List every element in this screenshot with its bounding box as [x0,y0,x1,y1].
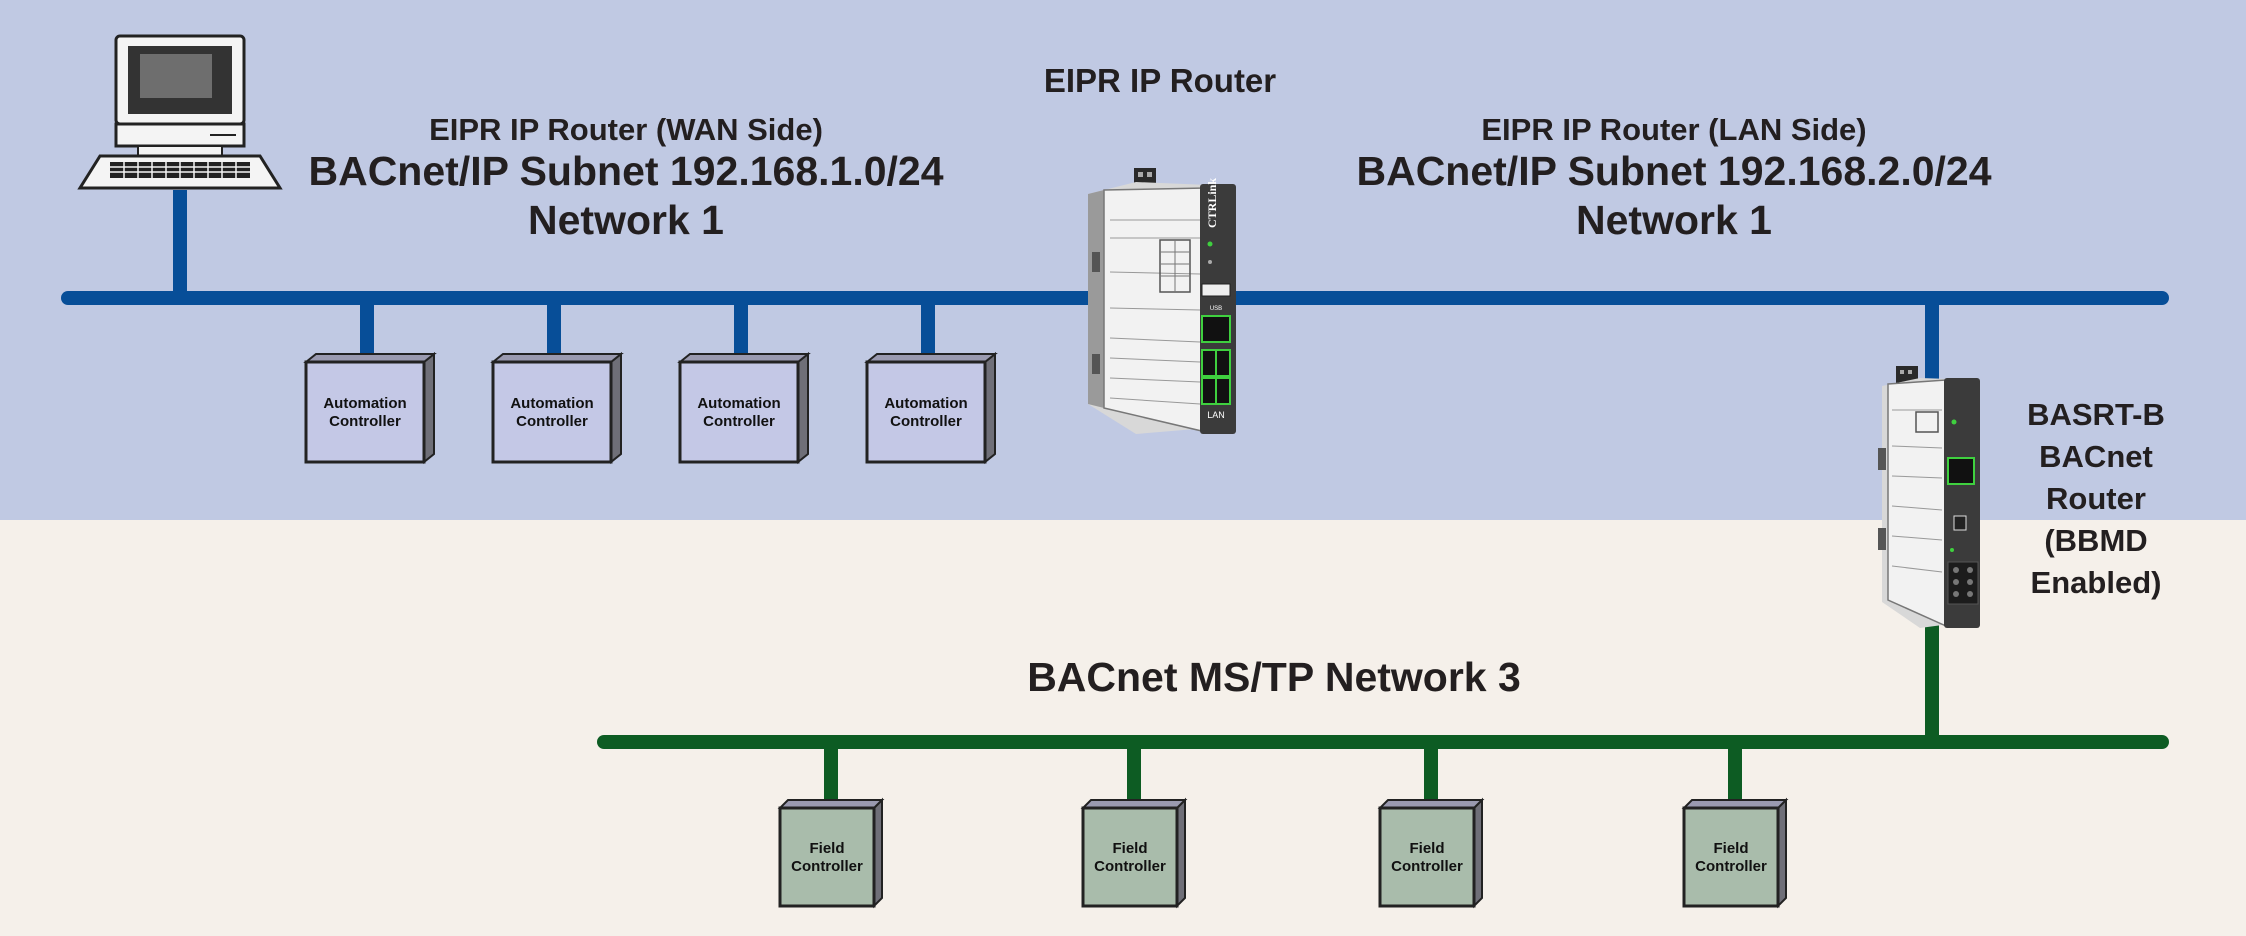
mstp-network-title: BACnet MS/TP Network 3 [1027,654,1521,700]
wan-label-block: EIPR IP Router (WAN Side) BACnet/IP Subn… [308,112,943,243]
lan-network-label: Network 1 [1576,197,1772,243]
field-controller-label: Controller [791,858,863,875]
basrt-label-line: Enabled) [2031,565,2162,600]
router-usb-label: USB [1210,306,1222,312]
wan-network-label: Network 1 [528,197,724,243]
lan-side-label: EIPR IP Router (LAN Side) [1481,112,1866,147]
automation-controller: Automation Controller [490,351,624,465]
automation-controller-label: Automation [510,395,593,412]
automation-controller-label: Automation [884,395,967,412]
router-device-icon: CTRLink USB LAN [1088,168,1236,434]
automation-controller-label: Automation [323,395,406,412]
automation-controller: Automation Controller [303,351,437,465]
field-controller: Field Controller [1681,797,1789,909]
basrt-label-line: (BBMD [2044,523,2147,558]
router-brand-label: CTRLink [1205,178,1219,228]
automation-controller-label: Automation [697,395,780,412]
field-controller: Field Controller [1377,797,1485,909]
automation-controller-label: Controller [516,413,588,430]
basrt-device-icon [1878,366,1980,628]
lan-subnet-label: BACnet/IP Subnet 192.168.2.0/24 [1356,148,1991,194]
basrt-label-line: BACnet [2039,439,2153,474]
automation-controller-label: Controller [890,413,962,430]
field-controller-label: Controller [1391,858,1463,875]
automation-controller-label: Controller [703,413,775,430]
field-controller-label: Field [1713,840,1748,857]
wan-subnet-label: BACnet/IP Subnet 192.168.1.0/24 [308,148,943,194]
router-title: EIPR IP Router [1044,62,1276,99]
computer-icon [77,34,283,190]
field-controller-label: Controller [1094,858,1166,875]
field-controller-label: Field [809,840,844,857]
automation-controller: Automation Controller [677,351,811,465]
field-controller-label: Field [1409,840,1444,857]
automation-controller: Automation Controller [864,351,998,465]
basrt-label-line: BASRT-B [2027,397,2165,432]
basrt-label-line: Router [2046,481,2146,516]
lan-label-block: EIPR IP Router (LAN Side) BACnet/IP Subn… [1356,112,1991,243]
mstp-bus [597,620,2169,804]
field-controller-label: Controller [1695,858,1767,875]
field-controller: Field Controller [1080,797,1188,909]
router-lan-label: LAN [1207,410,1225,420]
field-controller: Field Controller [777,797,885,909]
field-controller-label: Field [1112,840,1147,857]
basrt-label-block: BASRT-B BACnet Router (BBMD Enabled) [2027,397,2165,600]
wan-side-label: EIPR IP Router (WAN Side) [429,112,823,147]
automation-controller-label: Controller [329,413,401,430]
